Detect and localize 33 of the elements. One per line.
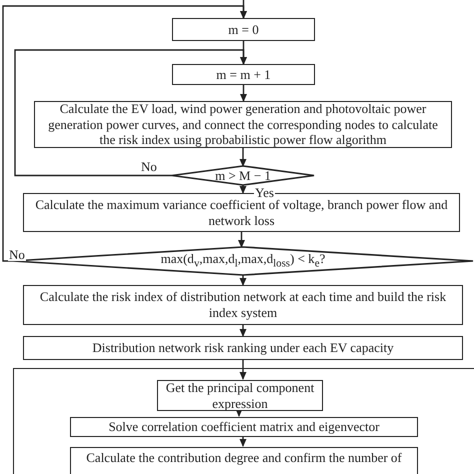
- edge-label: No: [140, 160, 158, 173]
- step-text: max(d$_{v}$,max,d$_{l}$,max,d$_{loss}$) < k$_{e}$?: [160, 251, 326, 271]
- step-text: Calculate the risk index of distribution network at each time and build the risk index system: [38, 289, 448, 321]
- step-text: Calculate the contribution degree and confirm the number of: [85, 450, 403, 466]
- arrow: [240, 275, 246, 286]
- edge-label: Yes: [254, 186, 275, 199]
- arrow: [240, 325, 246, 337]
- step-text: m > M − 1: [214, 168, 272, 184]
- arrow: [240, 148, 246, 167]
- arrow: [240, 436, 246, 447]
- arrow: [14, 49, 247, 176]
- arrow: [240, 85, 247, 102]
- arrow: [2, 5, 247, 262]
- step-text: Solve correlation coefficient matrix and eigenvector: [108, 419, 380, 435]
- process-box: [23, 336, 463, 360]
- step-text: m = 0: [227, 22, 260, 38]
- decision-diamond: [172, 166, 314, 185]
- process-box: [172, 18, 315, 41]
- arrow: [240, 185, 246, 194]
- step-text: Calculate the EV load, wind power generation and photovoltaic power generation power curves, and connect the corresponding nodes to calculate the risk index using probabilistic power flow algorithm: [47, 101, 439, 148]
- arrow: [240, 360, 246, 380]
- edge-label: No: [8, 248, 26, 261]
- step-text: Get the principal component expression: [164, 380, 316, 412]
- step-text: m = m + 1: [215, 66, 272, 82]
- step-text: Distribution network risk ranking under each EV capacity: [91, 340, 395, 356]
- process-box: [70, 417, 418, 437]
- arrow: [238, 232, 245, 248]
- process-box: [172, 64, 315, 85]
- process-box: [23, 285, 463, 325]
- arrow: [236, 409, 242, 417]
- process-box: [70, 447, 418, 474]
- group-frame: [13, 368, 474, 474]
- step-text: Calculate the maximum variance coefficient of voltage, branch power flow and network loss: [34, 196, 449, 228]
